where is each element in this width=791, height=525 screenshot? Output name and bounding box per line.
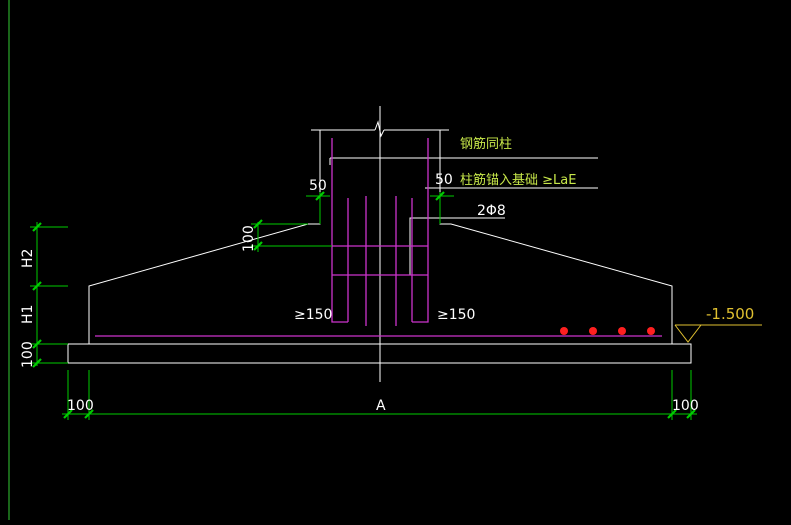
dim-h2: H2: [20, 249, 36, 268]
dimension-ticks: [32, 191, 696, 419]
dim-edge-left: 100: [67, 398, 94, 414]
rebar-dot: [560, 327, 568, 335]
tick: [32, 281, 42, 291]
dim-col-offset-left: 50: [309, 178, 327, 194]
tick: [686, 409, 696, 419]
dim-col-offset-right: 50: [435, 172, 453, 188]
dimension-lines: [30, 192, 697, 420]
tick: [253, 219, 263, 229]
tick: [84, 409, 94, 419]
tick: [32, 339, 42, 349]
dim-hook-left: ≥150: [294, 307, 332, 323]
dim-h1: H1: [20, 305, 36, 324]
footing-left-edge: [88, 130, 321, 344]
dim-hook-right: ≥150: [437, 307, 475, 323]
elevation-triangle-icon: [674, 324, 702, 343]
rebar-dot: [589, 327, 597, 335]
column-bar-left-outer: [331, 138, 348, 323]
dim-width: A: [376, 398, 386, 414]
elevation-value: -1.500: [706, 305, 754, 323]
note-column-rebar-anchor: 柱筋锚入基础 ≥LaE: [460, 172, 576, 188]
elevation-marker: [674, 324, 762, 343]
dim-edge-right: 100: [672, 398, 699, 414]
dim-base-thickness: 100: [20, 341, 36, 368]
rebar-group: [95, 138, 662, 337]
tick: [667, 409, 677, 419]
rebar-dot: [647, 327, 655, 335]
note-stirrup: 2Φ8: [477, 203, 506, 219]
distribution-bar-dots: [560, 327, 655, 335]
rebar-dot: [618, 327, 626, 335]
dim-step-height: 100: [241, 225, 257, 252]
leader-stirrup: [409, 217, 505, 275]
note-rebar-same-as-column: 钢筋同柱: [460, 136, 512, 152]
tick: [435, 191, 445, 201]
tick: [315, 191, 325, 201]
tick: [63, 409, 73, 419]
tick: [32, 358, 42, 368]
tick: [32, 222, 42, 232]
column-bar-right-outer: [412, 138, 429, 323]
tick: [253, 241, 263, 251]
